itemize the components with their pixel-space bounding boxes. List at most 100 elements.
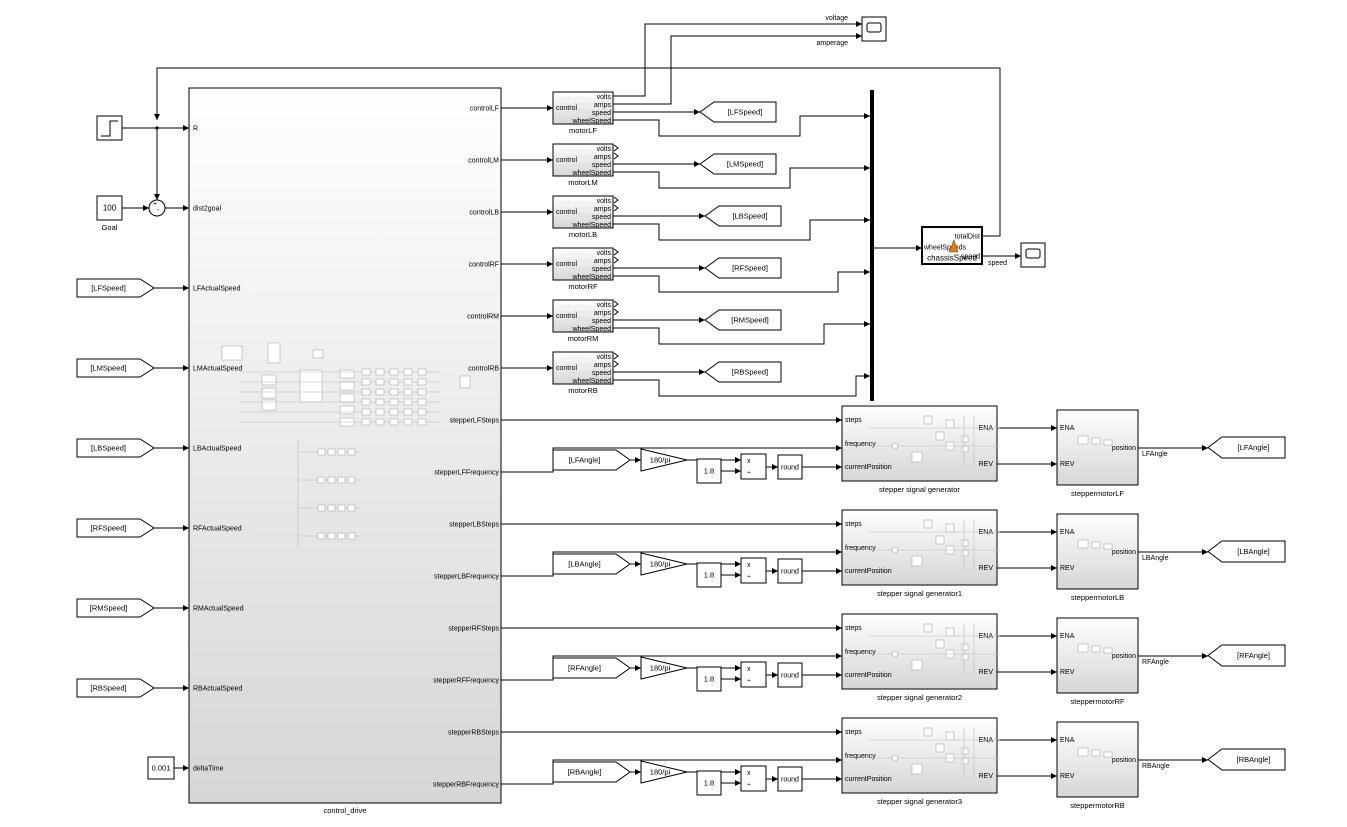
control-drive-input-R: R	[193, 126, 198, 133]
round-body-rbangle[interactable]	[777, 766, 803, 792]
goto-lbangle[interactable]: [LBAngle]	[1207, 540, 1286, 563]
round-body-lfangle[interactable]	[777, 454, 803, 480]
gain-block-lbangle[interactable]: 180/pi	[640, 552, 688, 576]
from-rbspeed[interactable]: [RBSpeed]	[76, 678, 155, 698]
goal-body[interactable]	[96, 195, 123, 221]
stepper-motor-name-rbangle: steppermotorRB	[1070, 801, 1125, 810]
round-body-rfangle[interactable]	[777, 662, 803, 688]
motorRF-body[interactable]	[552, 247, 614, 281]
from-rfangle[interactable]: [RFAngle]	[552, 657, 631, 679]
goto-rmspeed[interactable]: [RMSpeed]	[704, 309, 782, 331]
motorLM-body[interactable]	[552, 143, 614, 177]
from-rbangle[interactable]: [RBAngle]	[552, 761, 631, 783]
control-drive-body[interactable]	[188, 87, 502, 804]
stepper-motor-body-lfangle[interactable]	[1056, 409, 1139, 486]
step-block[interactable]	[96, 115, 123, 141]
scope-voltage-amperage[interactable]	[861, 16, 887, 42]
constant-1p8-block-rfangle[interactable]: 1.8	[696, 666, 722, 692]
round-block-rfangle[interactable]: round	[777, 662, 803, 688]
goto-rbspeed[interactable]: [RBSpeed]	[704, 361, 782, 383]
gain-triangle-icon	[640, 552, 688, 576]
constant-1p8-body-rfangle[interactable]	[696, 666, 722, 692]
round-body-lbangle[interactable]	[777, 558, 803, 584]
gain-triangle-icon	[640, 656, 688, 680]
stepper-generator-block-rfangle[interactable]: stepsfrequencycurrentPositionENAREVstepp…	[841, 613, 1000, 702]
scope-speed[interactable]	[1020, 242, 1046, 268]
delta-time-body[interactable]	[147, 756, 175, 780]
from-lmspeed[interactable]: [LMSpeed]	[76, 358, 155, 378]
goto-rfangle[interactable]: [RFAngle]	[1207, 644, 1286, 667]
product-block-lbangle[interactable]: x÷	[740, 557, 767, 584]
constant-1p8-body-rbangle[interactable]	[696, 770, 722, 796]
product-block-rbangle[interactable]: x÷	[740, 765, 767, 792]
product-sign-mul-rbangle: x	[747, 770, 751, 777]
gain-block-lfangle[interactable]: 180/pi	[640, 448, 688, 472]
stepper-motor-body-rfangle[interactable]	[1056, 617, 1139, 694]
from-lbspeed[interactable]: [LBSpeed]	[76, 438, 155, 458]
goto-rbangle[interactable]: [RBAngle]	[1207, 748, 1286, 771]
constant-1p8-body-lfangle[interactable]	[696, 458, 722, 484]
generator-body-lbangle[interactable]	[841, 509, 998, 586]
constant-1p8-block-rbangle[interactable]: 1.8	[696, 770, 722, 796]
motorRB-body[interactable]	[552, 351, 614, 385]
generator-body-rbangle[interactable]	[841, 717, 998, 794]
motorLM-port-volts: volts	[597, 146, 612, 153]
gain-block-rbangle[interactable]: 180/pi	[640, 760, 688, 784]
constant-1p8-block-lbangle[interactable]: 1.8	[696, 562, 722, 588]
gain-block-rfangle[interactable]: 180/pi	[640, 656, 688, 680]
preview-box	[375, 368, 385, 376]
delta-time-constant-block[interactable]: 0.001	[147, 756, 175, 780]
goto-lfangle[interactable]: [LFAngle]	[1207, 436, 1286, 459]
generator-body-lfangle[interactable]	[841, 405, 998, 482]
constant-1p8-body-lbangle[interactable]	[696, 562, 722, 588]
stepper-generator-block-lbangle[interactable]: stepsfrequencycurrentPositionENAREVstepp…	[841, 509, 1000, 598]
stepper-generator-block-lfangle[interactable]: stepsfrequencycurrentPositionENAREVstepp…	[841, 405, 1000, 494]
control-drive-block[interactable]: control_driveRdist2goalLFActualSpeedLMAc…	[188, 87, 502, 815]
product-body-rfangle[interactable]	[740, 661, 767, 688]
preview-box	[389, 408, 399, 416]
motorLB-body[interactable]	[552, 195, 614, 229]
stepper-generator-block-rbangle[interactable]: stepsfrequencycurrentPositionENAREVstepp…	[841, 717, 1000, 806]
stepper-motor-body-lbangle[interactable]	[1056, 513, 1139, 590]
product-body-lbangle[interactable]	[740, 557, 767, 584]
round-block-lbangle[interactable]: round	[777, 558, 803, 584]
product-block-rfangle[interactable]: x÷	[740, 661, 767, 688]
round-label-lfangle: round	[781, 465, 799, 472]
goto-lmspeed[interactable]: [LMSpeed]	[699, 153, 777, 175]
generator-internal-preview	[961, 653, 969, 661]
stepper-motor-body-rbangle[interactable]	[1056, 721, 1139, 798]
motorLF-body[interactable]	[552, 91, 614, 125]
sum-block[interactable]: +-	[148, 199, 166, 217]
goto-rfspeed[interactable]: [RFSpeed]	[704, 257, 782, 279]
goto-tag-icon	[1207, 644, 1286, 667]
product-body-lfangle[interactable]	[740, 453, 767, 480]
from-lfspeed[interactable]: [LFSpeed]	[76, 278, 155, 298]
generator-body-rfangle[interactable]	[841, 613, 998, 690]
goto-lfspeed[interactable]: [LFSpeed]	[699, 101, 777, 123]
constant-1p8-block-lfangle[interactable]: 1.8	[696, 458, 722, 484]
from-lbangle[interactable]: [LBAngle]	[552, 553, 631, 575]
from-lfangle[interactable]: [LFAngle]	[552, 449, 631, 471]
product-block-lfangle[interactable]: x÷	[740, 453, 767, 480]
round-block-lfangle[interactable]: round	[777, 454, 803, 480]
goto-lbspeed[interactable]: [LBSpeed]	[704, 205, 782, 227]
mux-bus-bar[interactable]	[870, 90, 874, 401]
product-body-rbangle[interactable]	[740, 765, 767, 792]
motorRM-body[interactable]	[552, 299, 614, 333]
stepper-motor-port-position-rfangle: position	[1112, 653, 1136, 660]
from-rmspeed[interactable]: [RMSpeed]	[76, 598, 155, 618]
round-block-rbangle[interactable]: round	[777, 766, 803, 792]
from-rfspeed[interactable]: [RFSpeed]	[76, 518, 155, 538]
